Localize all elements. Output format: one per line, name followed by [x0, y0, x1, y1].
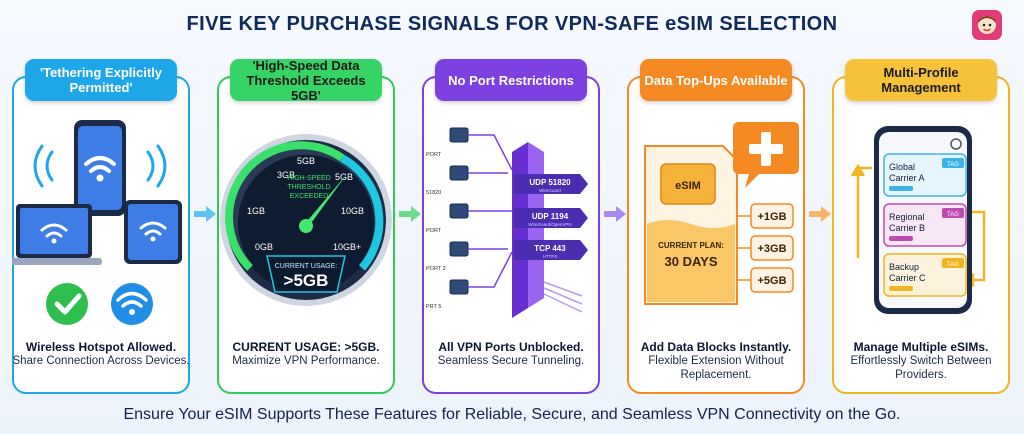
port-tag-udp-51820: UDP 51820 WireGuard — [514, 174, 588, 194]
ports-illustration: PORT 51820 PORT PORT 2 PRT 5 UDP 51820 W… — [426, 127, 588, 318]
port-label-5: PRT 5 — [426, 304, 441, 310]
svg-text:Carrier B: Carrier B — [889, 223, 925, 233]
wifi-badge-icon — [111, 283, 153, 325]
svg-text:UDP 51820: UDP 51820 — [529, 178, 571, 187]
panel1-header: 'Tethering Explicitly Permitted' — [25, 59, 177, 101]
hotspot-illustration — [12, 120, 182, 325]
panel5-caption-text: Effortlessly Switch Between Providers. — [850, 355, 992, 381]
svg-text:+1GB: +1GB — [757, 211, 786, 223]
tick-10gb: 10GB — [341, 206, 364, 216]
tick-3gb: 3GB — [277, 170, 295, 180]
topup-1gb: +1GB — [750, 203, 794, 229]
port-label-4: PORT 2 — [426, 266, 446, 272]
svg-text:+3GB: +3GB — [757, 243, 786, 255]
tick-5gb: 5GB — [297, 156, 315, 166]
phone-profiles: TAG Global Carrier A TAG Regional Carrie… — [850, 126, 986, 314]
plan-value: 30 DAYS — [665, 254, 718, 269]
panel5-caption: Manage Multiple eSIMs. Effortlessly Swit… — [832, 340, 1010, 382]
tick-10gb-plus: 10GB+ — [333, 242, 361, 252]
panel4-caption-bold: Add Data Blocks Instantly. — [640, 340, 792, 354]
panel2-caption-text: Maximize VPN Performance. — [232, 355, 380, 367]
panel4-header: Data Top-Ups Available — [640, 59, 792, 101]
signal-waves-icon — [33, 144, 167, 188]
panel1-caption-bold: Wireless Hotspot Allowed. — [25, 340, 177, 354]
topup-5gb: +5GB — [750, 267, 794, 293]
profile-card-regional: TAG Regional Carrier B — [883, 203, 967, 247]
port-tag-udp-1194: UDP 1194 WireGuard/OpenVPN — [514, 208, 588, 228]
svg-text:TAG: TAG — [947, 162, 959, 168]
topup-illustration: eSIM CURRENT PLAN: 30 DAYS +1GB +3GB +5G… — [644, 122, 799, 305]
topup-3gb: +3GB — [750, 235, 794, 261]
panel3-header: No Port Restrictions — [435, 59, 587, 101]
plan-label: CURRENT PLAN: — [658, 241, 724, 250]
svg-text:Carrier C: Carrier C — [889, 273, 926, 283]
panel4-caption-text: Flexible Extension Without Replacement. — [648, 355, 784, 381]
svg-text:TCP 443: TCP 443 — [534, 244, 566, 253]
tick-1gb: 1GB — [247, 206, 265, 216]
avatar-icon — [978, 16, 996, 34]
arrow-right-icon — [604, 206, 626, 222]
threshold-line-1: HIGH-SPEED — [287, 175, 331, 182]
brand-logo — [972, 10, 1002, 40]
usage-value: >5GB — [284, 271, 329, 290]
wifi-icon — [84, 156, 116, 173]
svg-text:HTTPS: HTTPS — [543, 254, 558, 259]
vpn-tunnel — [512, 142, 528, 318]
svg-text:Global: Global — [889, 162, 915, 172]
panel3-caption-text: Seamless Secure Tunneling. — [437, 355, 585, 367]
panel5-header: Multi-Profile Management — [845, 59, 997, 101]
panel1-caption-text: Share Connection Across Devices. — [12, 355, 190, 367]
port-label-2: 51820 — [426, 190, 441, 196]
speed-gauge: 3GB 5GB 5GB 1GB 10GB 0GB 10GB+ HIGH-SPEE… — [220, 134, 392, 306]
profile-card-backup: TAG Backup Carrier C — [883, 253, 967, 297]
arrow-right-icon — [399, 206, 421, 222]
svg-text:+5GB: +5GB — [757, 275, 786, 287]
svg-text:UDP 1194: UDP 1194 — [532, 212, 569, 221]
svg-text:Carrier A: Carrier A — [889, 173, 925, 183]
panel2-header: 'High-Speed Data Threshold Exceeds 5GB' — [230, 58, 382, 103]
sim-chip-icon — [660, 163, 716, 205]
svg-text:WireGuard/OpenVPN: WireGuard/OpenVPN — [528, 222, 571, 227]
svg-text:TAG: TAG — [947, 212, 959, 218]
panel5-caption-bold: Manage Multiple eSIMs. — [853, 340, 989, 354]
gear-icon — [950, 138, 962, 150]
port-label-1: PORT — [426, 152, 442, 158]
port-label-3: PORT — [426, 228, 442, 234]
page-title: FIVE KEY PURCHASE SIGNALS FOR VPN-SAFE e… — [186, 13, 838, 35]
tick-5gb-b: 5GB — [335, 172, 353, 182]
threshold-line-3: EXCEEDED — [290, 193, 329, 200]
panel4-caption: Add Data Blocks Instantly. Flexible Exte… — [627, 340, 805, 382]
panel3-caption: All VPN Ports Unblocked. Seamless Secure… — [422, 340, 600, 368]
svg-text:Regional: Regional — [889, 212, 925, 222]
panel1-caption: Wireless Hotspot Allowed. Share Connecti… — [12, 340, 190, 368]
arrow-right-icon — [809, 206, 831, 222]
svg-text:Backup: Backup — [889, 262, 919, 272]
gauge-needle — [303, 174, 347, 226]
sim-label: eSIM — [675, 180, 701, 192]
tick-0gb: 0GB — [255, 242, 273, 252]
port-tag-tcp-443: TCP 443 HTTPS — [514, 240, 588, 260]
profile-card-global: TAG Global Carrier A — [883, 153, 967, 197]
svg-text:WireGuard: WireGuard — [539, 188, 561, 193]
port-jack-icons — [449, 127, 469, 295]
panel3-caption-bold: All VPN Ports Unblocked. — [438, 340, 584, 354]
threshold-line-2: THRESHOLD — [287, 184, 330, 191]
check-icon — [46, 283, 88, 325]
arrow-right-icon — [194, 206, 216, 222]
footer-tagline: Ensure Your eSIM Supports These Features… — [123, 406, 901, 423]
panel2-caption: CURRENT USAGE: >5GB. Maximize VPN Perfor… — [217, 340, 395, 368]
usage-label: CURRENT USAGE: — [275, 263, 338, 270]
svg-text:TAG: TAG — [947, 262, 959, 268]
panel2-caption-bold: CURRENT USAGE: >5GB. — [232, 340, 380, 354]
